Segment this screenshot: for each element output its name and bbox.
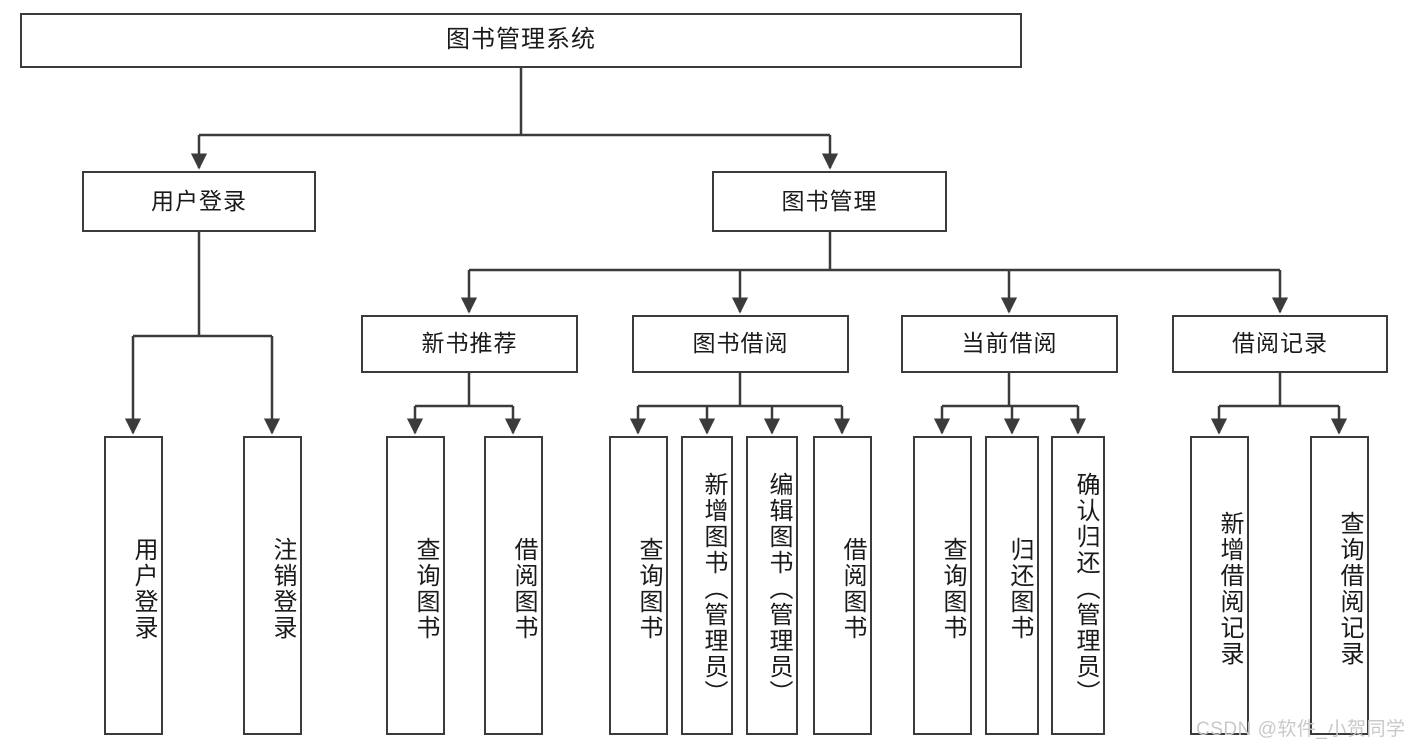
node-leaf-borrow-book-2-label: 借阅图书 [839, 536, 866, 641]
node-leaf-confirm-return[interactable]: 确认归还（管理员） [1051, 436, 1105, 735]
node-book-borrow-label: 图书借阅 [692, 330, 789, 357]
node-leaf-query-book-2-label: 查询图书 [635, 536, 662, 641]
node-leaf-return-book[interactable]: 归还图书 [985, 436, 1039, 735]
node-leaf-add-record-label: 新增借阅记录 [1216, 510, 1243, 667]
node-leaf-confirm-return-label: 确认归还（管理员） [1072, 471, 1099, 706]
node-leaf-add-record[interactable]: 新增借阅记录 [1190, 436, 1249, 735]
node-leaf-query-book-1-label: 查询图书 [412, 536, 439, 641]
node-leaf-query-book-3-label: 查询图书 [939, 536, 966, 641]
node-root-label: 图书管理系统 [446, 26, 596, 54]
node-leaf-borrow-book-1[interactable]: 借阅图书 [484, 436, 543, 735]
node-leaf-query-record[interactable]: 查询借阅记录 [1310, 436, 1369, 735]
node-new-book-recommend[interactable]: 新书推荐 [361, 315, 578, 373]
node-user-login-label: 用户登录 [151, 187, 247, 214]
node-leaf-logout-label: 注销登录 [269, 536, 296, 641]
node-leaf-logout[interactable]: 注销登录 [243, 436, 302, 735]
node-book-manage[interactable]: 图书管理 [712, 171, 947, 232]
watermark-text: CSDN @软件_小贺同学 [1196, 719, 1405, 740]
node-leaf-borrow-book-2[interactable]: 借阅图书 [813, 436, 872, 735]
node-leaf-borrow-book-1-label: 借阅图书 [510, 536, 537, 641]
node-root[interactable]: 图书管理系统 [20, 13, 1022, 68]
node-borrow-record-label: 借阅记录 [1232, 330, 1328, 357]
node-leaf-user-login[interactable]: 用户登录 [104, 436, 163, 735]
node-leaf-query-book-1[interactable]: 查询图书 [386, 436, 445, 735]
node-user-login[interactable]: 用户登录 [82, 171, 316, 232]
node-new-book-recommend-label: 新书推荐 [421, 330, 518, 357]
node-leaf-edit-book-label: 编辑图书（管理员） [765, 471, 792, 706]
node-leaf-query-book-3[interactable]: 查询图书 [913, 436, 972, 735]
node-leaf-return-book-label: 归还图书 [1006, 536, 1033, 641]
node-leaf-query-book-2[interactable]: 查询图书 [609, 436, 668, 735]
node-leaf-query-record-label: 查询借阅记录 [1336, 510, 1363, 667]
node-leaf-user-login-label: 用户登录 [130, 536, 157, 641]
node-current-borrow[interactable]: 当前借阅 [901, 315, 1118, 373]
node-leaf-add-book-label: 新增图书（管理员） [700, 471, 727, 706]
node-leaf-add-book[interactable]: 新增图书（管理员） [681, 436, 733, 735]
node-book-borrow[interactable]: 图书借阅 [632, 315, 849, 373]
node-borrow-record[interactable]: 借阅记录 [1172, 315, 1388, 373]
node-current-borrow-label: 当前借阅 [961, 330, 1058, 357]
node-leaf-edit-book[interactable]: 编辑图书（管理员） [746, 436, 798, 735]
node-book-manage-label: 图书管理 [781, 187, 878, 214]
